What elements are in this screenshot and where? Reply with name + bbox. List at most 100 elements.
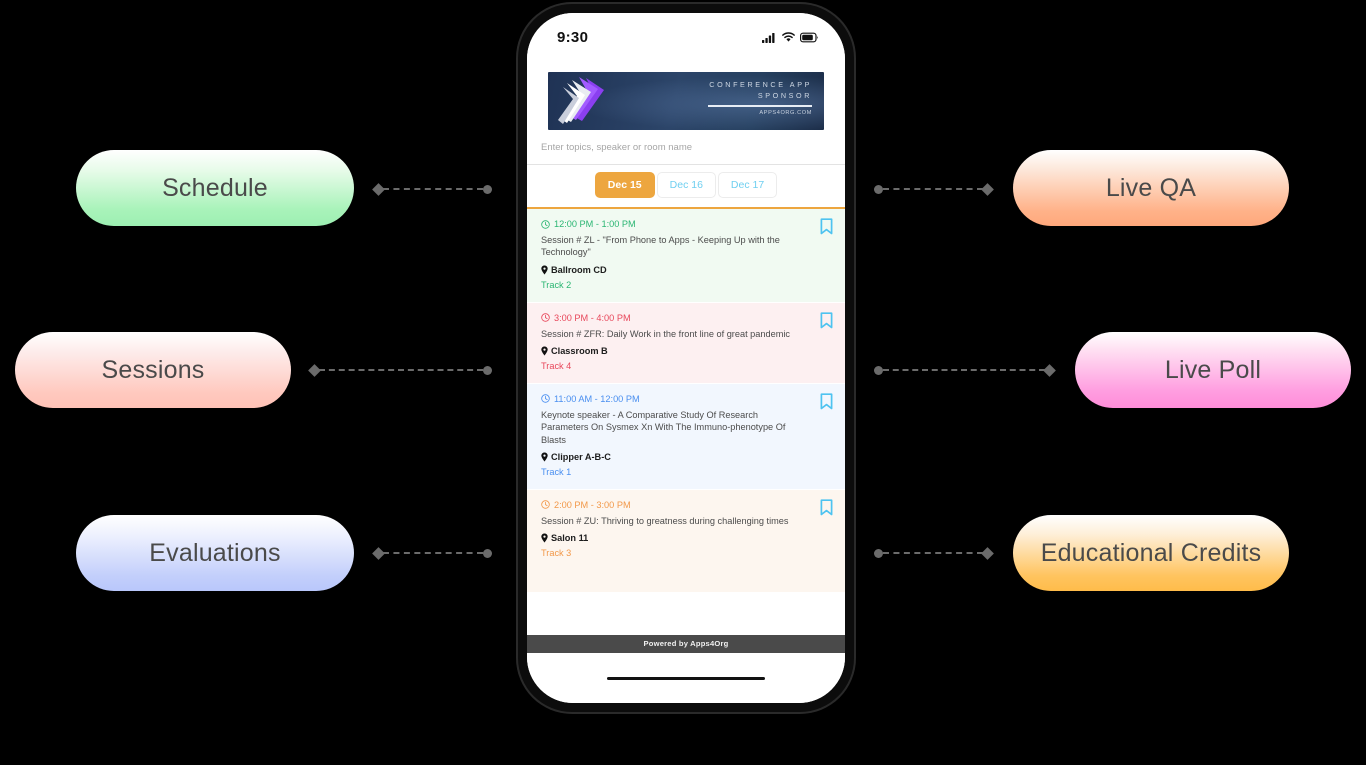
apps4org-chevron-logo-icon <box>558 77 604 124</box>
phone-mockup: 9:30 <box>516 2 856 714</box>
session-room: Salon 11 <box>551 533 589 544</box>
session-track: Track 4 <box>541 360 572 371</box>
feature-pill-label: Educational Credits <box>1040 538 1262 567</box>
search-input[interactable] <box>541 142 831 153</box>
clock-icon <box>541 500 550 510</box>
clock-icon <box>541 313 550 322</box>
session-room: Clipper A-B-C <box>551 451 611 462</box>
bookmark-icon[interactable] <box>820 393 833 410</box>
session-time-row: 12:00 PM - 1:00 PM <box>541 219 831 229</box>
connector-dot-icon <box>483 365 492 375</box>
sponsor-banner-text: CONFERENCE APP SPONSOR APPS4ORG.COM <box>708 79 812 116</box>
feature-pill-educational-credits[interactable]: Educational Credits <box>1013 515 1289 591</box>
home-indicator[interactable] <box>607 676 765 680</box>
location-pin-icon <box>541 265 548 275</box>
session-track: Track 1 <box>541 466 572 477</box>
connector-dot-icon <box>874 184 883 194</box>
connector-diamond-icon <box>372 546 385 560</box>
session-title: Session # ZL - "From Phone to Apps - Kee… <box>541 235 780 258</box>
connector-line <box>383 552 483 554</box>
status-bar-time: 9:30 <box>557 28 589 46</box>
location-pin-icon <box>541 533 548 543</box>
connector-live-poll <box>874 363 1056 377</box>
search-row <box>527 130 845 165</box>
location-pin-icon <box>541 346 548 356</box>
session-time-row: 11:00 AM - 12:00 PM <box>541 394 831 404</box>
phone-screen: 9:30 <box>527 13 845 703</box>
connector-sessions <box>308 363 492 377</box>
status-bar: 9:30 <box>527 13 845 55</box>
connector-diamond-icon <box>1043 363 1056 377</box>
battery-icon <box>800 32 818 42</box>
feature-pill-label: Live QA <box>1105 173 1197 202</box>
date-tab-dec-17[interactable]: Dec 17 <box>717 172 778 198</box>
session-title: Session # ZFR: Daily Work in the front l… <box>541 328 791 339</box>
date-tab-dec-15[interactable]: Dec 15 <box>594 172 655 198</box>
bookmark-icon[interactable] <box>820 312 833 329</box>
connector-diamond-icon <box>372 182 385 196</box>
session-room-row: Classroom B <box>541 346 831 356</box>
connector-evaluations <box>372 546 492 560</box>
session-list[interactable]: 12:00 PM - 1:00 PM Session # ZL - "From … <box>527 209 845 635</box>
clock-icon <box>541 219 550 229</box>
session-card[interactable]: 12:00 PM - 1:00 PM Session # ZL - "From … <box>527 209 845 303</box>
session-room-row: Clipper A-B-C <box>541 452 831 462</box>
connector-educational-credits <box>874 546 994 560</box>
connector-schedule <box>372 182 492 196</box>
connector-line <box>883 188 983 190</box>
session-card[interactable]: 3:00 PM - 4:00 PM Session # ZFR: Daily W… <box>527 302 845 384</box>
sponsor-banner-line2: SPONSOR <box>757 91 812 101</box>
date-tabs: Dec 15 Dec 16 Dec 17 <box>527 165 845 209</box>
home-indicator-area <box>527 653 845 703</box>
clock-icon <box>541 394 550 404</box>
feature-pill-schedule[interactable]: Schedule <box>76 150 354 226</box>
session-title: Keynote speaker - A Comparative Study Of… <box>541 409 786 445</box>
session-time: 2:00 PM - 3:00 PM <box>554 499 631 510</box>
connector-diamond-icon <box>981 182 994 196</box>
session-time-row: 3:00 PM - 4:00 PM <box>541 313 831 323</box>
session-room: Ballroom CD <box>551 264 607 275</box>
location-pin-icon <box>541 452 548 462</box>
connector-line <box>383 188 483 190</box>
connector-dot-icon <box>874 548 883 558</box>
session-room-row: Ballroom CD <box>541 265 831 275</box>
feature-pill-label: Schedule <box>162 173 268 202</box>
feature-pill-label: Evaluations <box>149 538 281 567</box>
session-room: Classroom B <box>551 345 608 356</box>
connector-line <box>319 369 483 371</box>
signal-icon <box>762 32 775 43</box>
connector-live-qa <box>874 182 994 196</box>
connector-line <box>883 369 1045 371</box>
feature-pill-label: Sessions <box>101 355 205 384</box>
session-time: 3:00 PM - 4:00 PM <box>554 312 631 323</box>
feature-pill-live-poll[interactable]: Live Poll <box>1075 332 1351 408</box>
feature-pill-label: Live Poll <box>1164 355 1262 384</box>
session-time-row: 2:00 PM - 3:00 PM <box>541 500 831 510</box>
session-track: Track 3 <box>541 548 572 559</box>
bookmark-icon[interactable] <box>820 218 833 235</box>
session-track: Track 2 <box>541 279 572 290</box>
connector-diamond-icon <box>308 363 321 377</box>
session-title: Session # ZU: Thriving to greatness duri… <box>541 515 789 526</box>
session-time: 11:00 AM - 12:00 PM <box>554 393 640 404</box>
date-tab-dec-16[interactable]: Dec 16 <box>656 172 716 198</box>
connector-diamond-icon <box>981 546 994 560</box>
session-time: 12:00 PM - 1:00 PM <box>554 219 636 229</box>
session-card[interactable]: 11:00 AM - 12:00 PM Keynote speaker - A … <box>527 383 845 490</box>
sponsor-banner[interactable]: CONFERENCE APP SPONSOR APPS4ORG.COM <box>548 72 824 130</box>
connector-dot-icon <box>483 184 492 194</box>
sponsor-banner-wrap: CONFERENCE APP SPONSOR APPS4ORG.COM <box>527 55 845 130</box>
sponsor-banner-line1: CONFERENCE APP <box>709 80 812 89</box>
connector-dot-icon <box>483 548 492 558</box>
bookmark-icon[interactable] <box>820 499 833 516</box>
feature-pill-live-qa[interactable]: Live QA <box>1013 150 1289 226</box>
connector-line <box>883 552 983 554</box>
wifi-icon <box>782 31 795 42</box>
app-footer: Powered by Apps4Org <box>527 635 845 653</box>
feature-pill-evaluations[interactable]: Evaluations <box>76 515 354 591</box>
feature-pill-sessions[interactable]: Sessions <box>15 332 291 408</box>
status-bar-icons <box>762 31 819 43</box>
sponsor-banner-url: APPS4ORG.COM <box>759 110 812 117</box>
session-card[interactable]: 2:00 PM - 3:00 PM Session # ZU: Thriving… <box>527 489 845 594</box>
sponsor-banner-divider <box>708 105 812 108</box>
